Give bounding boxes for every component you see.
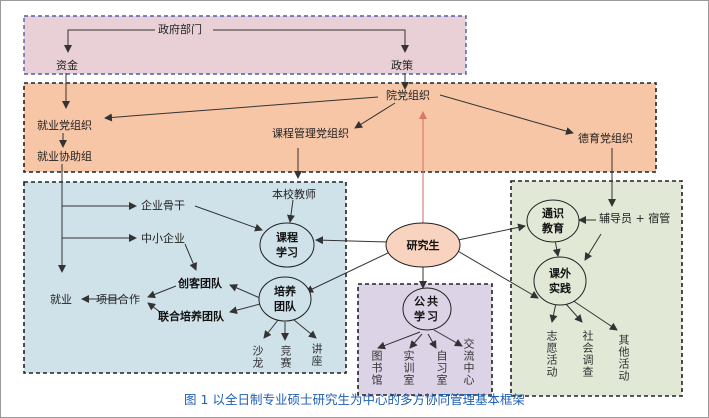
arrow-public-library — [377, 331, 421, 350]
college-party-label: 院党组织 — [386, 89, 430, 102]
enterprise-backbone-label: 企业骨干 — [141, 199, 185, 212]
arrow-cultivate-salon — [263, 319, 279, 339]
cultivate-team-label: 培养团队 — [274, 285, 296, 313]
moral-party-label: 德育党组织 — [578, 132, 633, 145]
arrow-practice-survey — [565, 303, 583, 323]
government-region — [23, 15, 467, 75]
arrow-joint2-project — [147, 302, 161, 313]
exchange-center-label: 交流中心 — [462, 338, 475, 386]
general-edu-label: 通识教育 — [542, 207, 564, 235]
arrow-public-study — [427, 333, 437, 349]
study-room-label: 自习室 — [435, 350, 448, 386]
practice-circle — [533, 256, 587, 306]
counselor-label: 辅导员 + 宿管 — [599, 212, 671, 225]
arrow-college-employment — [104, 96, 379, 122]
project-coop-label: 项目合作 — [96, 293, 140, 306]
teachers-label: 本校教师 — [272, 188, 316, 201]
arrow-counselor-practice — [584, 233, 602, 261]
party-region — [23, 82, 657, 173]
training-room-label: 实训室 — [402, 350, 415, 386]
joint-team-label: 联合培养团队 — [158, 310, 224, 323]
survey-label: 社会调查 — [581, 330, 594, 378]
volunteer-label: 志愿活动 — [545, 330, 558, 378]
student-label: 研究生 — [406, 239, 440, 252]
cultivate-team-circle — [258, 276, 312, 322]
public-learning-label: 公共学习 — [414, 295, 440, 323]
sme-label: 中小企业 — [141, 232, 185, 245]
arrow-teachers-course — [286, 199, 295, 223]
arrow-gov-policy — [213, 29, 409, 53]
arrow-public-training — [409, 333, 423, 349]
arrow-cultivate-maker — [229, 284, 261, 299]
employment-party-label: 就业党组织 — [37, 119, 92, 132]
arrow-student-general — [457, 223, 526, 241]
arrow-gov-funds — [64, 29, 155, 53]
competition-label: 竞赛 — [279, 345, 292, 369]
left-employment-label: 就业 — [50, 293, 72, 306]
arrow-student-practice — [455, 249, 539, 299]
practice-label: 课外实践 — [549, 267, 571, 295]
arrow-college-curriculum — [354, 102, 396, 129]
salon-label: 沙龙 — [251, 345, 264, 369]
arrow-cultivate-joint — [229, 303, 261, 315]
arrow-student-course — [315, 236, 389, 245]
employment-assist-label: 就业协助组 — [37, 150, 92, 163]
public-learning-circle — [402, 287, 452, 331]
arrow-college-moral — [439, 94, 574, 135]
course-learning-label: 课程学习 — [276, 231, 298, 259]
figure-caption: 图 1 以全日制专业硕士研究生为中心的多方协同管理基本框架 — [184, 392, 525, 407]
other-label: 其他活动 — [617, 334, 630, 382]
curriculum-party-label: 课程管理党组织 — [272, 127, 349, 140]
arrow-cultivate-lecture — [293, 319, 317, 339]
arrow-student-cultivate — [305, 251, 391, 293]
funds-label: 资金 — [56, 59, 78, 72]
arrow-practice-volunteer — [549, 302, 558, 323]
arrow-practice-other — [571, 299, 618, 331]
gov-dept-label: 政府部门 — [156, 23, 204, 36]
maker-team-label: 创客团队 — [178, 277, 222, 290]
arrow-joint-project — [147, 285, 177, 299]
library-label: 图书馆 — [370, 350, 383, 386]
arrow-sme-maker — [184, 243, 197, 271]
general-edu-circle — [526, 199, 580, 243]
arrow-general-practice — [552, 239, 561, 257]
course-learning-circle — [259, 222, 315, 268]
lecture-label: 讲座 — [310, 343, 323, 367]
arrow-backbone-course — [194, 205, 263, 232]
student-ellipse — [385, 222, 461, 268]
policy-label: 政策 — [391, 59, 413, 72]
arrow-public-exchange — [433, 329, 463, 347]
